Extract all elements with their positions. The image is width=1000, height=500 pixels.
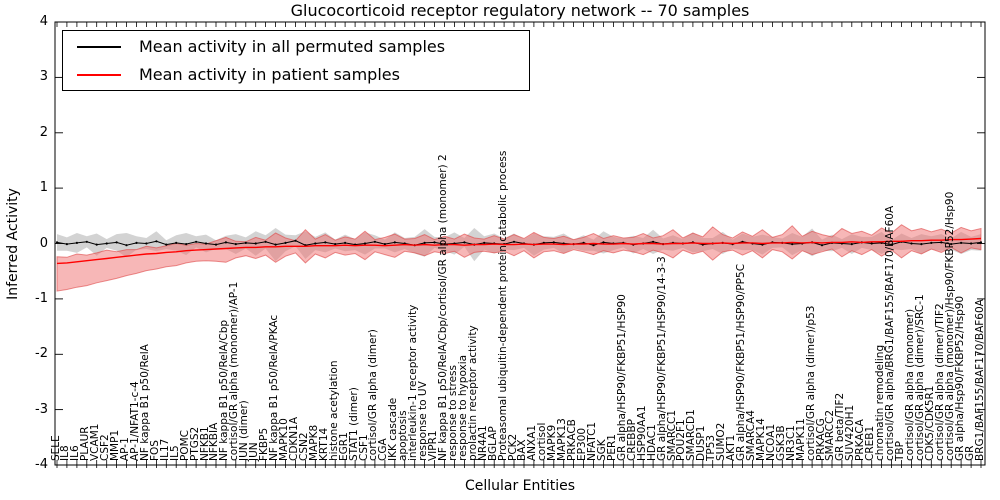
series-marker: [214, 243, 218, 246]
series-marker: [940, 241, 943, 244]
legend-entry-patient: Mean activity in patient samples: [77, 65, 529, 84]
series-marker: [373, 240, 376, 243]
series-marker: [85, 240, 88, 243]
series-marker: [294, 239, 297, 242]
series-marker: [175, 241, 178, 244]
series-marker: [224, 241, 227, 244]
y-tick-label: 0: [39, 235, 48, 251]
y-tick-label: -3: [35, 401, 48, 417]
y-tick-label: 3: [39, 69, 48, 85]
y-tick-label: -1: [35, 290, 48, 306]
x-tick-label: BRG1/BAF155/BAF170/BAF60A: [973, 299, 986, 461]
series-marker: [960, 241, 963, 244]
series-marker: [602, 241, 605, 244]
x-tick-label: cortisol/GR alpha/BRG1/BAF155/BAF170/BAF…: [884, 205, 897, 461]
x-axis-label: Cellular Entities: [464, 478, 576, 494]
patient-line-swatch: [77, 73, 121, 76]
series-marker: [344, 241, 347, 244]
series-marker: [55, 241, 59, 244]
series-marker: [324, 241, 327, 244]
series-marker: [95, 243, 98, 246]
series-marker: [920, 243, 923, 246]
series-marker: [979, 241, 983, 244]
series-marker: [890, 243, 893, 246]
legend-label-permuted: Mean activity in all permuted samples: [139, 37, 446, 56]
y-tick-label: 2: [39, 124, 48, 140]
series-marker: [284, 241, 287, 244]
y-tick-label: -2: [35, 346, 48, 362]
series-marker: [165, 243, 168, 246]
series-marker: [195, 240, 198, 243]
patient-samples-band: [56, 224, 982, 292]
series-marker: [264, 240, 267, 243]
series-marker: [383, 243, 386, 246]
series-marker: [363, 242, 367, 245]
series-marker: [105, 242, 108, 245]
series-marker: [314, 242, 317, 245]
series-marker: [135, 241, 138, 244]
series-line-1: [56, 237, 982, 265]
series-marker: [75, 241, 78, 244]
series-marker: [244, 241, 247, 244]
series-marker: [463, 241, 466, 244]
series-line-0: [56, 240, 982, 246]
series-marker: [254, 242, 257, 245]
y-tick-label: -4: [35, 457, 48, 472]
series-marker: [483, 241, 486, 244]
legend-label-patient: Mean activity in patient samples: [139, 65, 400, 84]
series-marker: [552, 241, 555, 244]
series-marker: [234, 243, 237, 246]
y-tick-label: 1: [39, 180, 48, 196]
series-marker: [65, 243, 68, 246]
series-marker: [820, 244, 824, 247]
series-marker: [652, 240, 655, 243]
series-marker: [433, 241, 436, 244]
series-marker: [910, 242, 913, 245]
permuted-line-swatch: [77, 45, 121, 48]
series-marker: [393, 241, 396, 244]
series-marker: [850, 243, 853, 246]
series-marker: [930, 241, 933, 244]
legend: Mean activity in all permuted samples Me…: [62, 30, 530, 91]
series-marker: [155, 240, 158, 243]
series-marker: [274, 243, 277, 246]
series-marker: [950, 243, 953, 246]
series-marker: [592, 244, 595, 247]
y-tick-label: 4: [39, 14, 48, 29]
chart-title: Glucocorticoid receptor regulatory netwo…: [290, 1, 750, 20]
legend-entry-permuted: Mean activity in all permuted samples: [77, 37, 529, 56]
series-marker: [145, 242, 148, 245]
series-marker: [870, 242, 873, 245]
series-marker: [512, 240, 516, 243]
series-marker: [125, 244, 128, 247]
series-marker: [970, 242, 973, 245]
series-marker: [115, 241, 118, 244]
series-marker: [204, 242, 208, 245]
series-marker: [791, 243, 794, 246]
series-marker: [185, 243, 188, 246]
x-tick-label: Proteasomal ubiquitin-dependent protein …: [496, 150, 509, 461]
series-marker: [334, 243, 337, 246]
x-tick-label: GR alpha/Hsp90/FKBP52/Hsp90: [953, 295, 966, 461]
series-marker: [423, 241, 426, 244]
